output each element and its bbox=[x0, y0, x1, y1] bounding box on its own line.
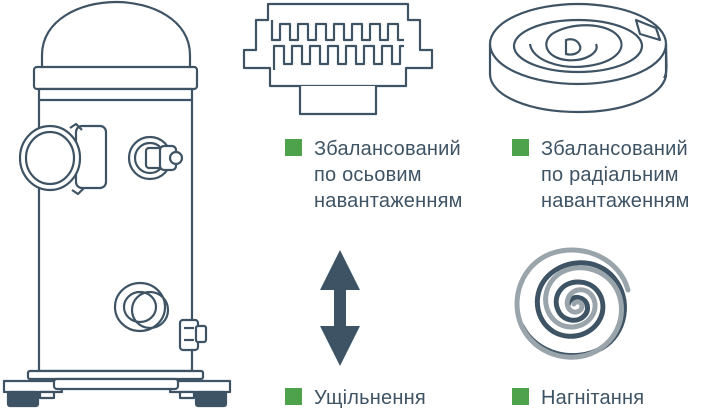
legend-label: Ущільнення bbox=[314, 385, 426, 411]
legend-discharge: Нагнітання bbox=[512, 385, 644, 411]
double-arrow-vertical-icon bbox=[320, 250, 360, 366]
legend-line: навантаженням bbox=[541, 190, 690, 212]
legend-sealing: Ущільнення bbox=[285, 385, 426, 411]
legend-square bbox=[285, 139, 302, 156]
legend-label: Збалансований по осьовим навантаженням bbox=[314, 136, 463, 214]
legend-line: Збалансований bbox=[314, 138, 461, 160]
legend-axial: Збалансований по осьовим навантаженням bbox=[285, 136, 463, 214]
legend-line: Ущільнення bbox=[314, 387, 426, 409]
scroll-compressor-illustration bbox=[2, 0, 232, 408]
legend-square bbox=[285, 388, 302, 405]
legend-square bbox=[512, 139, 529, 156]
legend-radial: Збалансований по радіальним навантаження… bbox=[512, 136, 690, 214]
scroll-ring-icon bbox=[488, 2, 668, 114]
legend-line: Збалансований bbox=[541, 138, 688, 160]
legend-line: по осьовим bbox=[314, 164, 422, 186]
legend-line: по радіальним bbox=[541, 164, 679, 186]
scroll-cross-section-icon bbox=[242, 2, 434, 116]
legend-label: Нагнітання bbox=[541, 385, 644, 411]
legend-square bbox=[512, 388, 529, 405]
spiral-icon bbox=[514, 247, 631, 360]
legend-line: Нагнітання bbox=[541, 387, 645, 409]
legend-line: навантаженням bbox=[314, 190, 463, 212]
legend-label: Збалансований по радіальним навантаження… bbox=[541, 136, 690, 214]
